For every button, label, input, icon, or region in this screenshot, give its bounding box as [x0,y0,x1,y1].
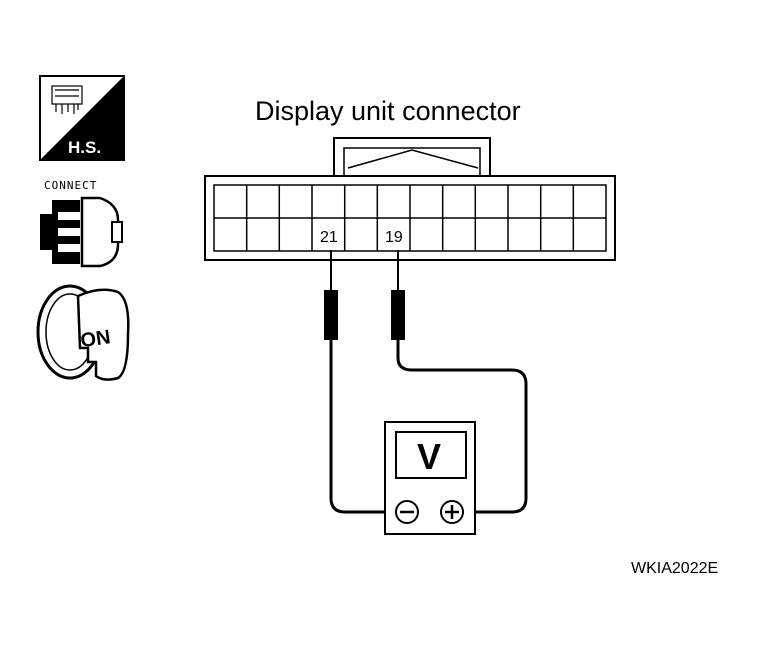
positive-probe [391,250,405,340]
ignition-key-on-icon: ON [36,284,130,381]
pin-label-19: 19 [385,229,403,246]
positive-lead-wire [396,340,528,514]
voltmeter: V [384,421,476,535]
reference-code: WKIA2022E [631,560,718,577]
meter-display: V [417,436,441,477]
connect-label: CONNECT [44,179,97,192]
diagram-title: Display unit connector [255,96,521,126]
negative-terminal [395,500,419,524]
pin-label-21: 21 [320,229,338,246]
negative-probe [324,250,338,340]
on-label: ON [79,326,112,352]
negative-lead-wire [329,340,394,514]
positive-terminal [440,500,464,524]
harness-side-icon: H.S. [39,75,125,161]
connect-icon: CONNECT [40,179,123,268]
hs-label: H.S. [68,138,101,157]
connector-cavity-grid [214,185,606,251]
display-unit-connector: 21 19 [204,137,616,261]
